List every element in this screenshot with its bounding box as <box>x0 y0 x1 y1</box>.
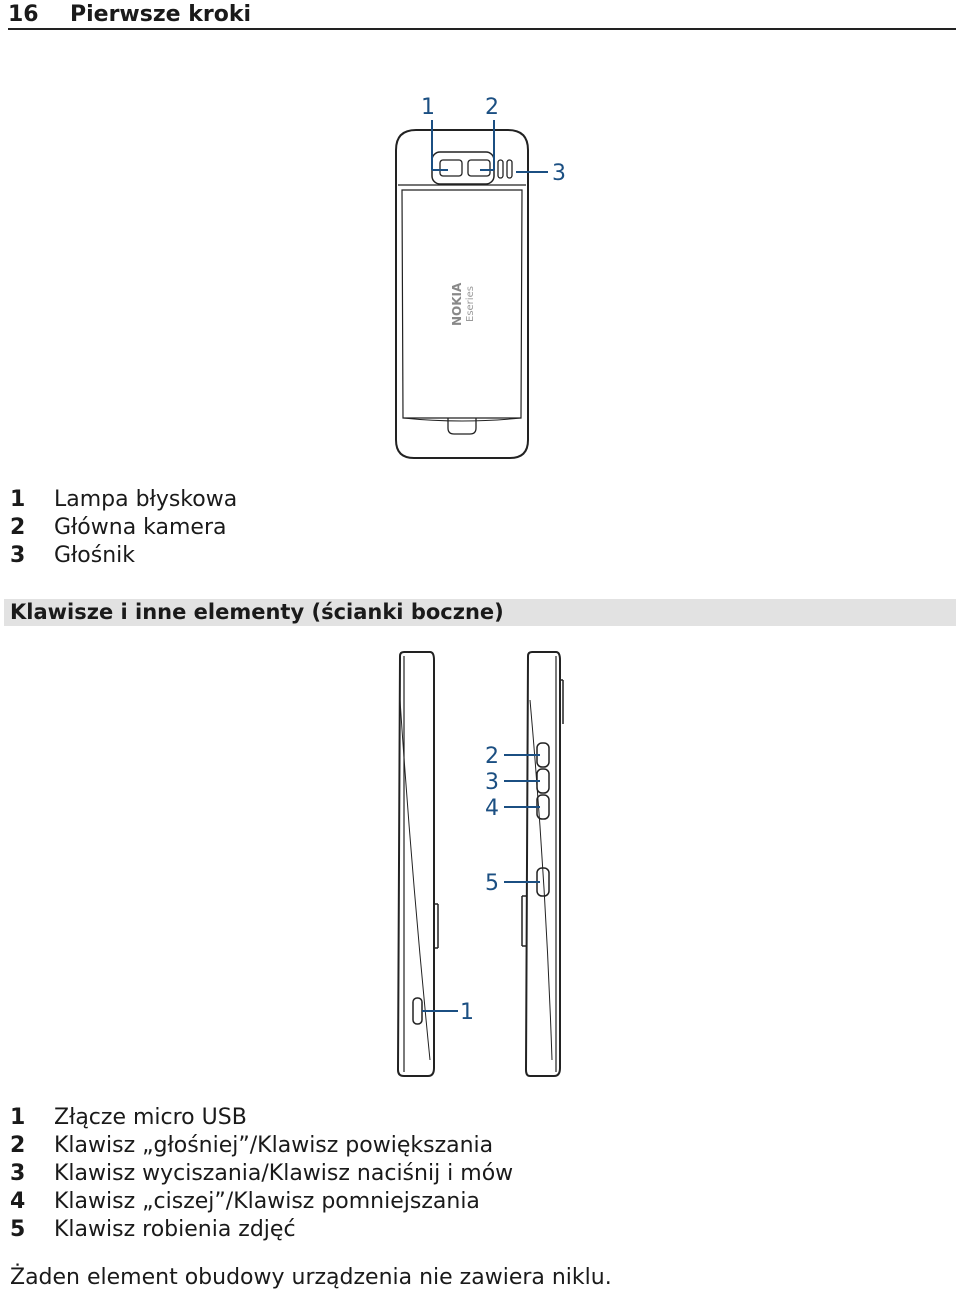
nickel-note: Żaden element obudowy urządzenia nie zaw… <box>10 1265 612 1290</box>
legend-label: Klawisz robienia zdjęć <box>54 1217 296 1242</box>
phone-left-side-outline <box>396 651 435 1077</box>
nokia-logo: NOKIA <box>450 282 464 326</box>
legend-label: Klawisz „głośniej”/Klawisz powiększania <box>54 1133 494 1158</box>
legend-label: Główna kamera <box>54 515 227 540</box>
usb-port-icon <box>412 997 423 1025</box>
legend-item: 1 Lampa błyskowa <box>10 486 237 514</box>
legend-item: 3 Głośnik <box>10 542 237 570</box>
legend-label: Klawisz wyciszania/Klawisz naciśnij i mó… <box>54 1161 514 1186</box>
legend-item: 1 Złącze micro USB <box>10 1104 513 1132</box>
flash-icon <box>439 159 463 177</box>
phone-right-side-outline <box>524 651 561 1077</box>
callout-back-2: 2 <box>485 95 499 120</box>
callout-side-1: 1 <box>460 1000 474 1025</box>
legend-number: 4 <box>10 1189 26 1214</box>
page-header: 16 Pierwsze kroki <box>8 0 956 30</box>
legend-label: Głośnik <box>54 543 136 568</box>
phone-back-outline <box>395 129 529 459</box>
callout-back-3: 3 <box>552 161 566 186</box>
section-title: Klawisze i inne elementy (ścianki boczne… <box>10 600 504 624</box>
legend-label: Klawisz „ciszej”/Klawisz pomniejszania <box>54 1189 480 1214</box>
callout-back-1: 1 <box>421 95 435 120</box>
speaker-grille-icon <box>497 159 504 179</box>
callout-side-5: 5 <box>485 871 499 896</box>
camera-lens-icon <box>467 159 491 177</box>
legend-back: 1 Lampa błyskowa 2 Główna kamera 3 Głośnik <box>10 486 237 570</box>
chapter-title: Pierwsze kroki <box>70 2 252 27</box>
legend-item: 4 Klawisz „ciszej”/Klawisz pomniejszania <box>10 1188 513 1216</box>
legend-item: 2 Klawisz „głośniej”/Klawisz powiększania <box>10 1132 513 1160</box>
eseries-logo: Eseries <box>465 286 476 322</box>
legend-number: 5 <box>10 1217 26 1242</box>
legend-sides: 1 Złącze micro USB 2 Klawisz „głośniej”/Kl… <box>10 1104 513 1244</box>
legend-number: 3 <box>10 543 26 568</box>
callout-side-4: 4 <box>485 796 499 821</box>
legend-item: 5 Klawisz robienia zdjęć <box>10 1216 513 1244</box>
legend-number: 1 <box>10 1105 26 1130</box>
legend-number: 1 <box>10 487 26 512</box>
legend-number: 3 <box>10 1161 26 1186</box>
callout-side-3: 3 <box>485 770 499 795</box>
page-number: 16 <box>8 2 39 27</box>
legend-item: 3 Klawisz wyciszania/Klawisz naciśnij i m… <box>10 1160 513 1188</box>
bottom-connector <box>447 418 477 435</box>
legend-number: 2 <box>10 515 26 540</box>
callout-side-2: 2 <box>485 744 499 769</box>
section-bar <box>4 599 956 626</box>
legend-label: Złącze micro USB <box>54 1105 247 1130</box>
legend-label: Lampa błyskowa <box>54 487 238 512</box>
legend-item: 2 Główna kamera <box>10 514 237 542</box>
legend-number: 2 <box>10 1133 26 1158</box>
